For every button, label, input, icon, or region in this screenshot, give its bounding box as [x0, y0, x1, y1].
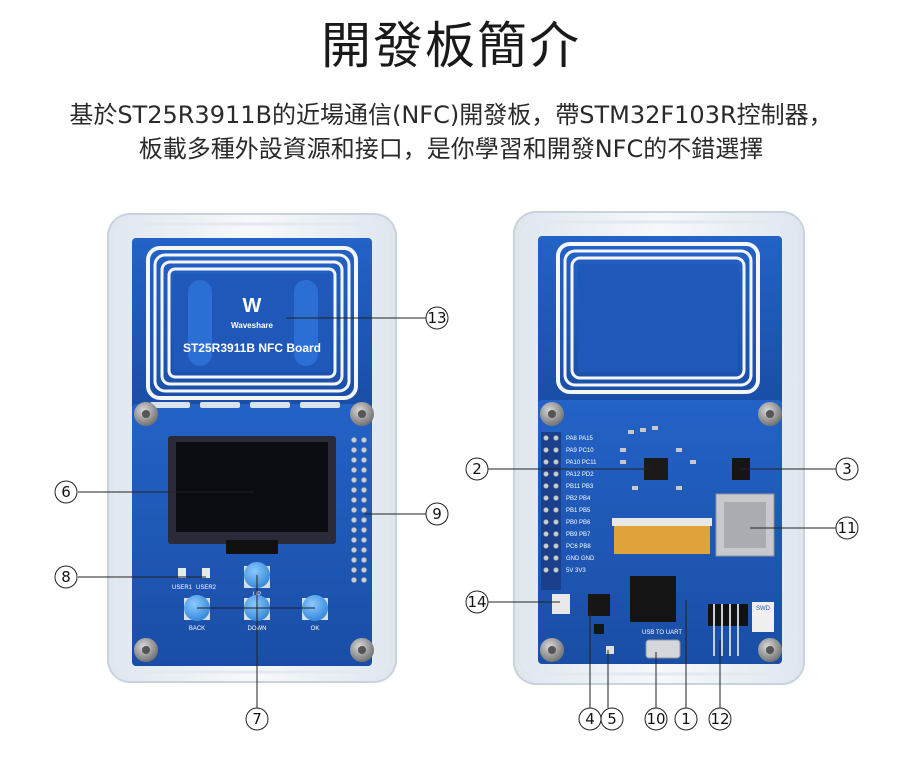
pin-label: PC6 PB8 [566, 544, 591, 550]
callout-10: 10 [644, 707, 668, 731]
user-leds: USER1 USER2 [172, 568, 217, 591]
front-gpio-header [351, 437, 367, 583]
svg-text:6: 6 [61, 483, 71, 501]
svg-text:7: 7 [252, 710, 262, 728]
callout-8: 8 [54, 565, 78, 589]
callout-6: 6 [54, 480, 78, 504]
svg-text:2: 2 [472, 460, 482, 478]
svg-text:12: 12 [710, 710, 729, 728]
svg-text:10: 10 [646, 710, 665, 728]
svg-text:9: 9 [432, 505, 442, 523]
svg-text:1: 1 [681, 710, 691, 728]
callout-11: 11 [835, 516, 859, 540]
back-board: PA8 PA15 PA9 PC10 PA10 PC11 PA12 PD2 PB1… [513, 211, 805, 685]
board-name-label: ST25R3911B NFC Board [183, 341, 321, 355]
pin-label: PB9 PB7 [566, 532, 591, 538]
callout-5: 5 [600, 707, 624, 731]
svg-text:13: 13 [427, 309, 446, 327]
callout-3: 3 [835, 457, 859, 481]
page-title: 開發板簡介 [321, 17, 581, 75]
swd-label: SWD [756, 606, 771, 612]
svg-text:11: 11 [837, 519, 856, 537]
oled-display [176, 442, 328, 532]
callout-1: 1 [674, 707, 698, 731]
callout-12: 12 [708, 707, 732, 731]
svg-text:5: 5 [607, 710, 617, 728]
callout-2: 2 [465, 457, 489, 481]
pin-label: PA8 PA15 [566, 436, 593, 442]
callout-7: 7 [245, 707, 269, 731]
pin-label: PB11 PB3 [566, 484, 594, 490]
usb-connector[interactable] [645, 639, 681, 659]
pin-label: PA10 PC11 [566, 460, 597, 466]
nfc-chip [644, 458, 668, 480]
svg-text:4: 4 [585, 710, 595, 728]
back-antenna-coil [556, 242, 760, 394]
pin-label: PB2 PB4 [566, 496, 591, 502]
front-screws [134, 402, 374, 662]
svg-text:8: 8 [61, 568, 71, 586]
callout-13: 13 [425, 306, 449, 330]
button-ok-label: OK [311, 626, 320, 632]
back-screws [540, 402, 782, 662]
front-antenna-coil [146, 246, 358, 400]
svg-text:14: 14 [467, 593, 486, 611]
pin-labels: PA8 PA15 PA9 PC10 PA10 PC11 PA12 PD2 PB1… [566, 436, 597, 574]
back-gpio-header [541, 432, 561, 590]
swd-header: SWD [708, 602, 774, 656]
stm32-mcu [630, 576, 676, 622]
uart-jumper [552, 594, 570, 614]
led-label-user1: USER1 [172, 585, 193, 591]
logo-text: Waveshare [231, 321, 274, 330]
front-board: W Waveshare ST25R3911B NFC Board [107, 213, 397, 683]
callout-markers: 13 6 9 8 7 2 3 11 14 4 5 10 1 12 [54, 306, 859, 731]
pin-label: PB1 PB5 [566, 508, 591, 514]
pin-label: PA12 PD2 [566, 472, 594, 478]
waveshare-logo: W Waveshare [231, 295, 274, 330]
pin-label: 5V 3V3 [566, 568, 586, 574]
callouts [78, 317, 836, 708]
led-label-user2: USER2 [196, 585, 217, 591]
svg-text:W: W [243, 295, 262, 317]
callout-9: 9 [425, 502, 449, 526]
callout-14: 14 [465, 590, 489, 614]
pin-label: PA9 PC10 [566, 448, 594, 454]
callout-4: 4 [578, 707, 602, 731]
pin-label: GND GND [566, 556, 595, 562]
usb-label: USB TO UART [642, 630, 682, 636]
subtitle-line-2: 板載多種外設資源和接口，是你學習和開發NFC的不錯選擇 [138, 135, 764, 163]
button-back-label: BACK [189, 626, 205, 632]
uart-chip [588, 594, 610, 616]
page-subtitle: 基於ST25R3911B的近場通信(NFC)開發板，帶STM32F103R控制器… [0, 98, 902, 166]
pin-label: PB0 PB6 [566, 520, 591, 526]
svg-text:3: 3 [842, 460, 852, 478]
subtitle-line-1: 基於ST25R3911B的近場通信(NFC)開發板，帶STM32F103R控制器… [69, 101, 833, 129]
